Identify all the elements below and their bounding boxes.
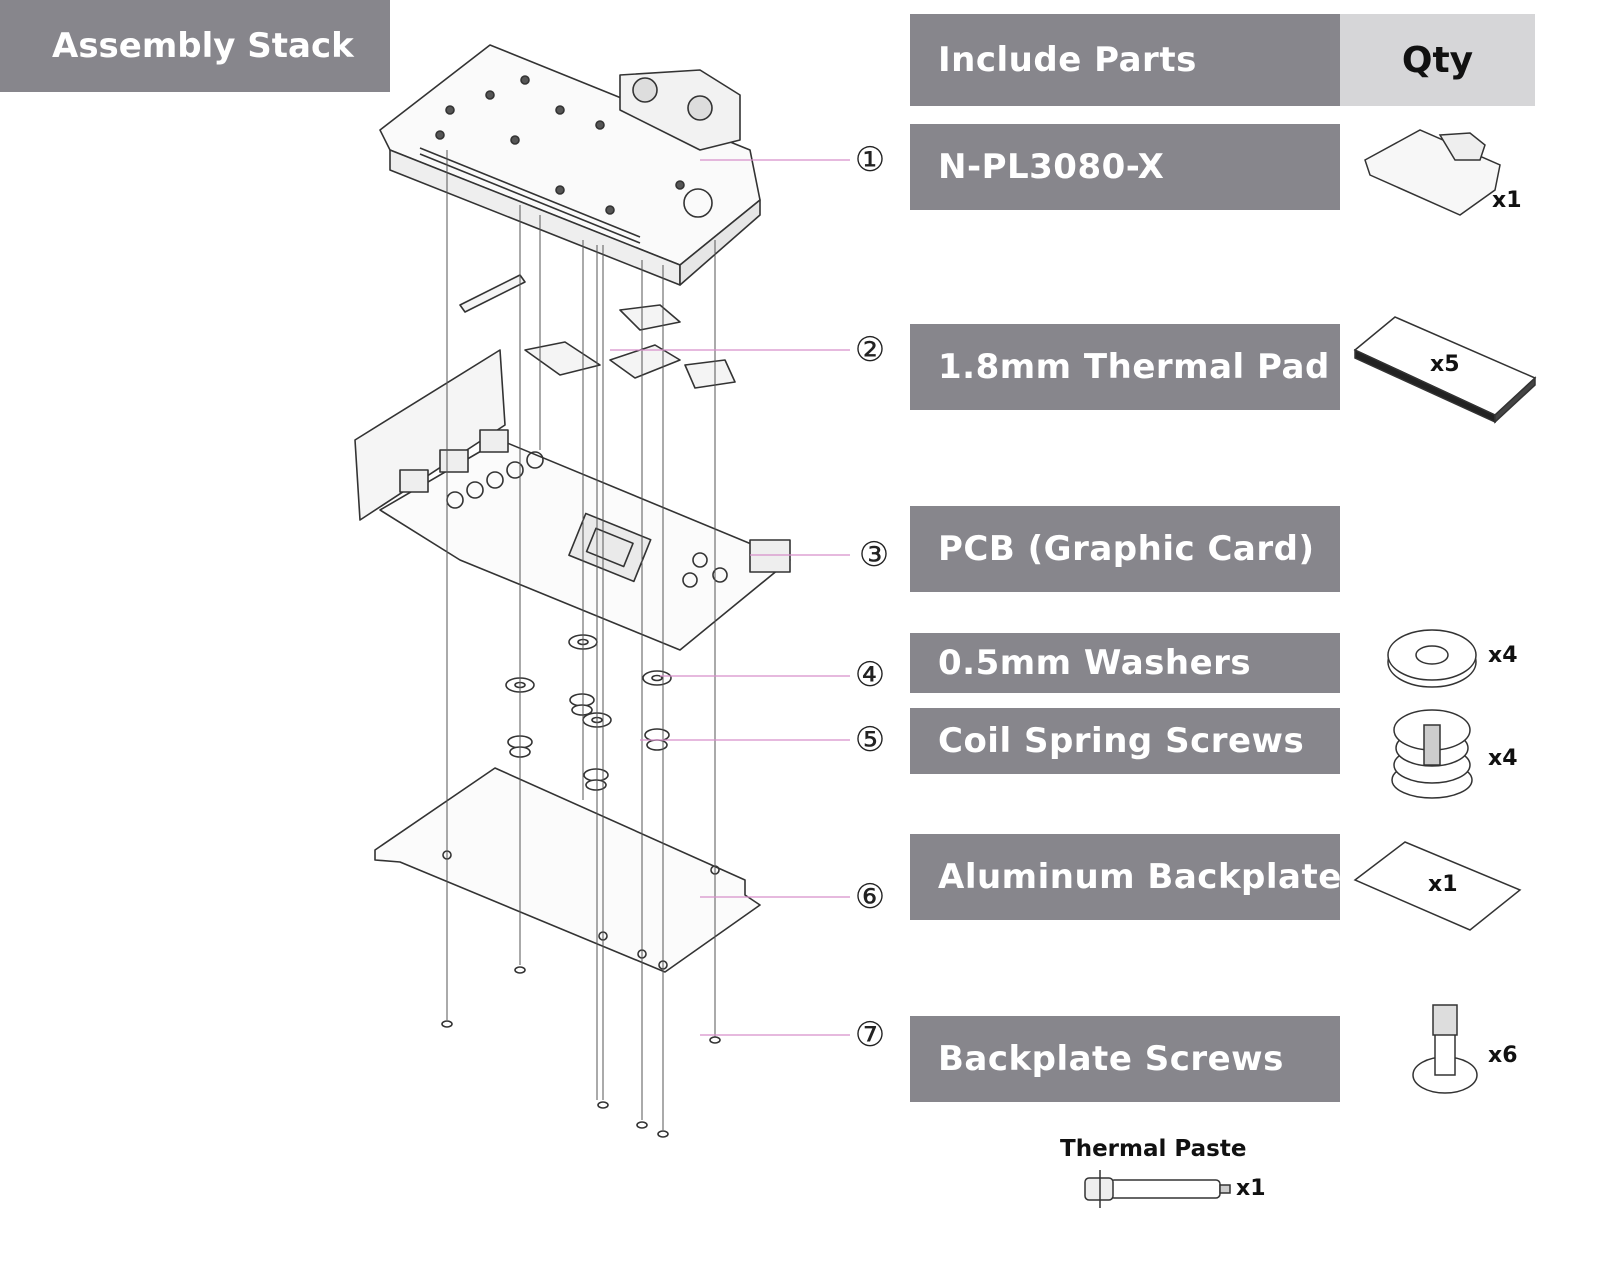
thermal-paste-syringe-icon — [1084, 1170, 1231, 1208]
part-row-7-name: Backplate Screws — [910, 1016, 1340, 1102]
spring-screw-thumbnail-icon — [1391, 709, 1473, 799]
part-row-4-qty: x4 — [1488, 643, 1518, 668]
part-row-2-qty: x5 — [1430, 352, 1460, 377]
thermal-paste-qty: x1 — [1236, 1176, 1266, 1201]
callout-number-4: ④ — [854, 655, 886, 695]
thermal-pad-thumbnail-icon — [1353, 316, 1537, 424]
washer-thumbnail-icon — [1387, 629, 1477, 688]
callout-number-6: ⑥ — [854, 877, 886, 917]
part-row-1-qty: x1 — [1492, 188, 1522, 213]
waterblock-thumbnail-icon — [1364, 129, 1501, 216]
assembly-stack-title: Assembly Stack — [0, 0, 390, 92]
spring-screw-illustrations — [507, 693, 670, 791]
callout-number-3: ③ — [858, 535, 890, 575]
pcb-illustration — [354, 349, 791, 651]
qty-header: Qty — [1340, 14, 1535, 106]
callout-number-7: ⑦ — [854, 1015, 886, 1055]
part-row-6-name: Aluminum Backplate — [910, 834, 1341, 920]
part-row-3-name: PCB (Graphic Card) — [910, 506, 1340, 592]
callout-number-1: ① — [854, 140, 886, 180]
backplate-screw-illustrations — [441, 966, 721, 1138]
callout-number-5: ⑤ — [854, 720, 886, 760]
leader-lines — [610, 159, 850, 1036]
part-row-5-name: Coil Spring Screws — [910, 708, 1340, 774]
backplate-thumbnail-icon — [1353, 841, 1522, 931]
callout-number-2: ② — [854, 330, 886, 370]
part-row-5-qty: x4 — [1488, 746, 1518, 771]
include-parts-header: Include Parts — [910, 14, 1340, 106]
part-row-6-qty: x1 — [1428, 872, 1458, 897]
part-row-2-name: 1.8mm Thermal Pad — [910, 324, 1340, 410]
part-row-1-name: N-PL3080-X — [910, 124, 1340, 210]
thermal-paste-label: Thermal Paste — [1060, 1136, 1247, 1162]
part-row-7-qty: x6 — [1488, 1043, 1518, 1068]
backplate-screw-thumbnail-icon — [1412, 1004, 1478, 1094]
backplate-illustration — [374, 767, 761, 973]
water-block-illustration — [379, 44, 761, 286]
part-row-4-name: 0.5mm Washers — [910, 633, 1340, 693]
